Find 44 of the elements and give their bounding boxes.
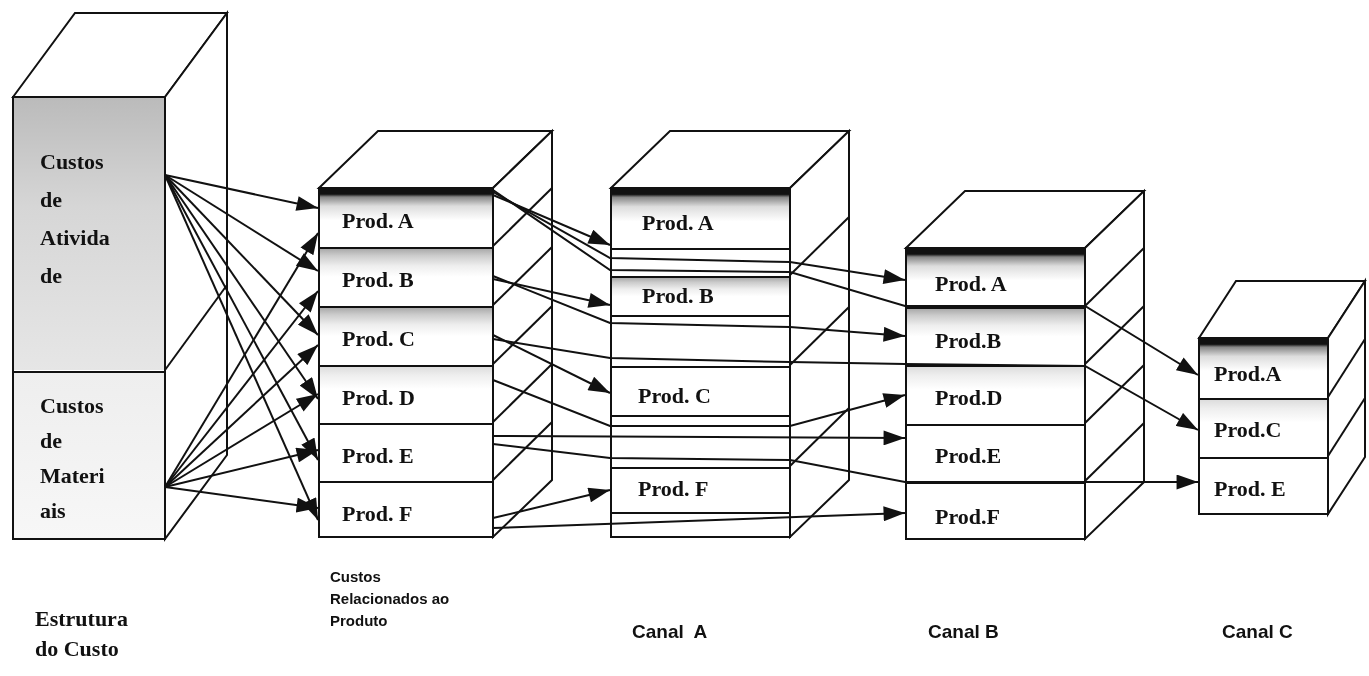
column-caption: Canal C bbox=[1222, 620, 1294, 644]
arrow bbox=[164, 174, 319, 211]
cost-label: Prod. A bbox=[642, 211, 714, 235]
column-caption: Canal B bbox=[928, 620, 1000, 644]
column-caption: Custos Relacionados ao Produto bbox=[330, 567, 451, 631]
cost-label: Prod.D bbox=[935, 386, 1003, 410]
cost-label: Prod. B bbox=[342, 268, 414, 292]
arrow bbox=[164, 174, 319, 336]
arrow bbox=[492, 430, 906, 446]
cost-label: Prod.F bbox=[935, 505, 1000, 529]
cost-row bbox=[14, 98, 165, 370]
cost-label: Custos de Materi ais bbox=[40, 392, 106, 525]
cost-row bbox=[612, 366, 790, 417]
cost-label: Prod.C bbox=[1214, 418, 1282, 442]
arrow bbox=[492, 443, 1199, 490]
arrow bbox=[164, 486, 319, 513]
cost-label: Prod.B bbox=[935, 329, 1002, 353]
cost-label: Prod. E bbox=[342, 444, 414, 468]
cost-row bbox=[14, 371, 165, 540]
cost-label: Prod. F bbox=[342, 502, 413, 526]
cost-row bbox=[612, 189, 790, 250]
arrow bbox=[492, 189, 1199, 376]
cost-label: Prod. A bbox=[342, 209, 414, 233]
arrow bbox=[492, 506, 906, 529]
cost-label: Prod. C bbox=[638, 384, 711, 408]
cost-label: Prod. B bbox=[642, 284, 714, 308]
cost-label: Prod. A bbox=[935, 272, 1007, 296]
arrow bbox=[492, 338, 1199, 431]
arrow bbox=[492, 275, 906, 342]
column-caption: Estrutura do Custo bbox=[35, 605, 129, 663]
cost-label: Prod. E bbox=[1214, 477, 1286, 501]
column-caption: Canal A bbox=[632, 620, 709, 644]
arrow bbox=[164, 174, 319, 272]
arrow bbox=[492, 191, 906, 285]
cost-label: Prod. F bbox=[638, 477, 709, 501]
cost-label: Prod.A bbox=[1214, 362, 1282, 386]
cost-row bbox=[612, 467, 790, 514]
arrow bbox=[164, 447, 319, 488]
cost-label: Prod. D bbox=[342, 386, 415, 410]
cost-label: Prod.E bbox=[935, 444, 1002, 468]
cost-label: Custos de Ativida de bbox=[40, 148, 111, 290]
arrow bbox=[492, 379, 906, 427]
cost-row bbox=[612, 276, 790, 317]
cost-label: Prod. C bbox=[342, 327, 415, 351]
